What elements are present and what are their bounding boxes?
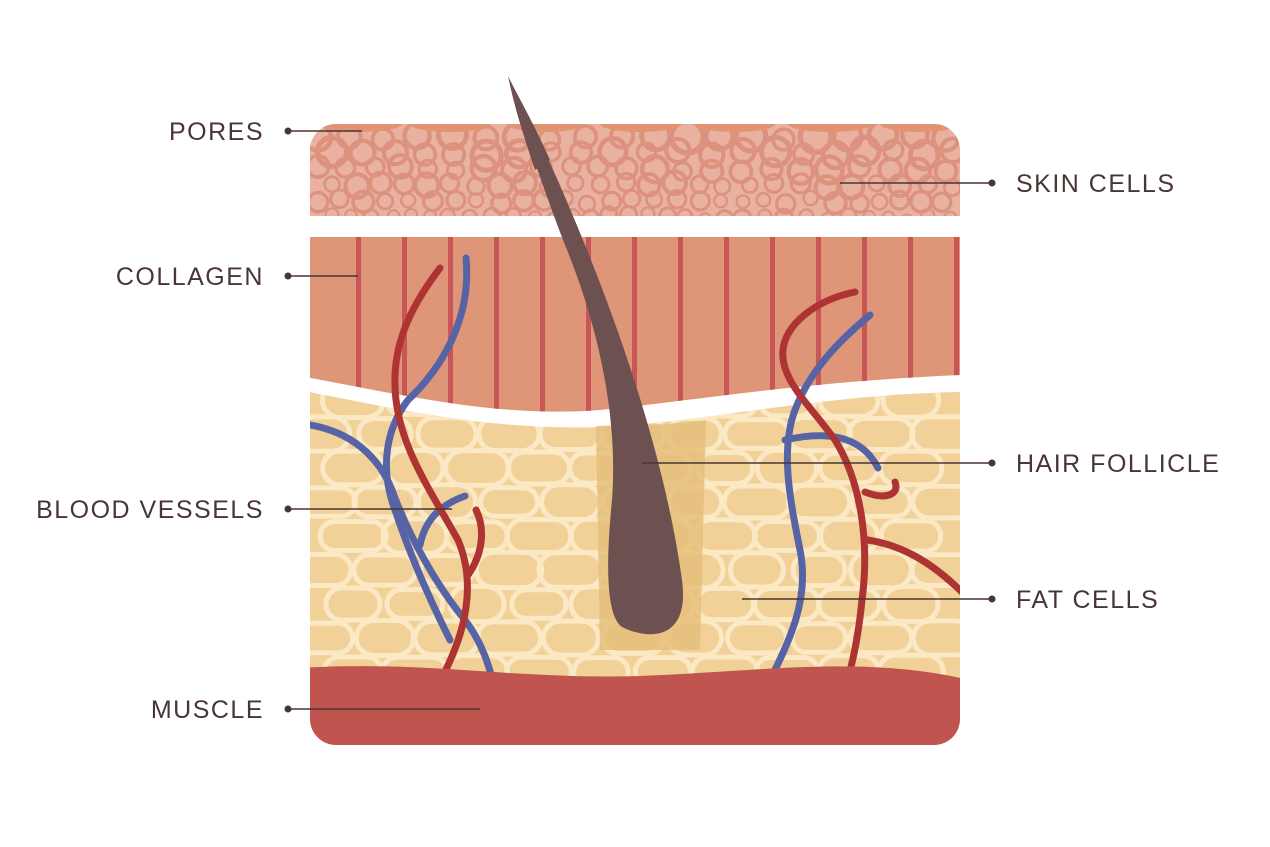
label-pores: PORES: [169, 118, 264, 146]
hair-tip: [508, 76, 550, 170]
label-collagen: COLLAGEN: [116, 263, 264, 291]
epidermis-layer: [310, 124, 960, 216]
blood-vessels-right: [761, 288, 960, 694]
label-hair-follicle: HAIR FOLLICLE: [1016, 450, 1220, 478]
blood-vessels-left: [310, 254, 499, 694]
label-fat-cells: FAT CELLS: [1016, 586, 1159, 614]
label-muscle: MUSCLE: [151, 696, 264, 724]
pore-band: [318, 124, 960, 132]
hair-shaft: [510, 124, 684, 635]
collagen-fibers: [356, 237, 959, 412]
leader-lines: [288, 130, 992, 710]
skin-cross-section: [310, 124, 960, 745]
skin-cells: [310, 124, 960, 216]
label-skin-cells: SKIN CELLS: [1016, 170, 1176, 198]
label-blood-vessels: BLOOD VESSELS: [36, 496, 264, 524]
leader-dots: [284, 127, 996, 713]
muscle-layer: [310, 666, 960, 745]
